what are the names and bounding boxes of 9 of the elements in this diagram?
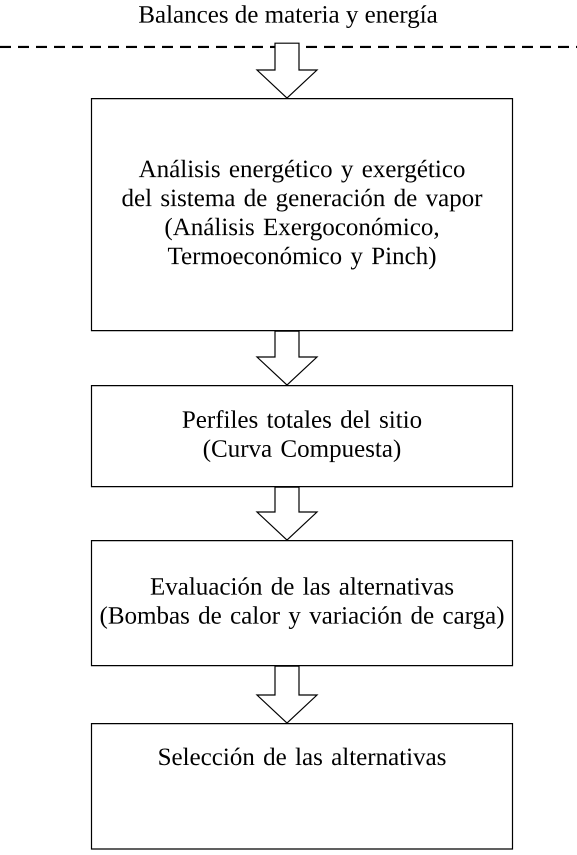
block-arrow xyxy=(255,42,319,99)
process-box: Análisis energético y exergético del sistema de generación de vapor (Análisis Exergoconómico, Termoeconómico y Pinch) xyxy=(90,98,514,332)
heading-text: Balances de materia y energía xyxy=(139,5,438,28)
block-arrow xyxy=(255,330,319,386)
block-arrow xyxy=(255,666,319,724)
process-box: Evaluación de las alternativas (Bombas de calor y variación de carga) xyxy=(90,540,514,666)
process-box: Perfiles totales del sitio (Curva Compuesta) xyxy=(90,385,514,488)
process-box: Selección de las alternativas xyxy=(90,723,514,850)
block-arrow xyxy=(255,486,319,541)
